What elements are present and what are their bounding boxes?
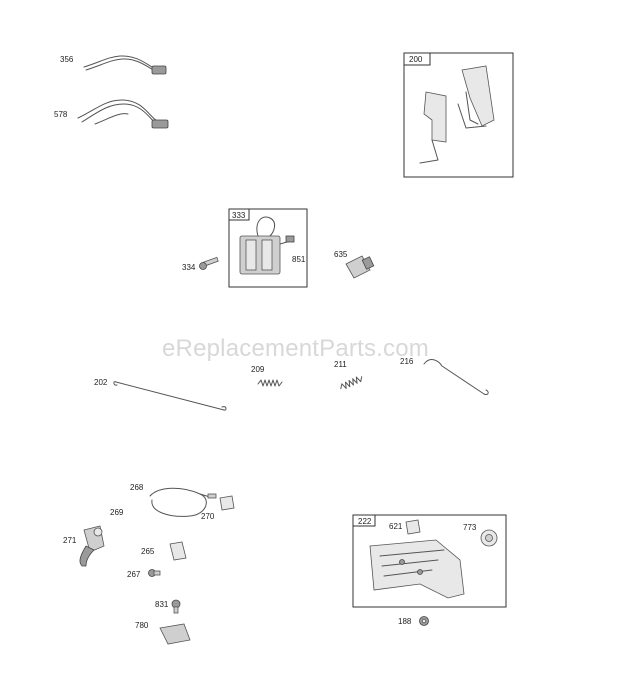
label-621: 621	[389, 522, 403, 531]
label-202: 202	[94, 378, 108, 387]
box-333-tag	[228, 208, 250, 221]
label-268: 268	[130, 483, 144, 492]
part-211-spring[interactable]	[339, 375, 363, 391]
label-356: 356	[60, 55, 74, 64]
label-333: 333	[232, 211, 246, 220]
label-780: 780	[135, 621, 149, 630]
box-333	[228, 208, 308, 288]
part-265-bracket[interactable]	[169, 541, 187, 561]
part-200-bracket[interactable]	[419, 65, 495, 164]
part-831-screw[interactable]	[171, 599, 181, 614]
part-578-wire-harness[interactable]	[77, 99, 169, 129]
label-635: 635	[334, 250, 348, 259]
label-831: 831	[155, 600, 169, 609]
box-200-tag	[403, 52, 431, 66]
part-202-governor-link[interactable]	[113, 381, 227, 411]
part-780-bracket[interactable]	[159, 623, 191, 645]
part-334-screw[interactable]	[199, 256, 219, 270]
label-211: 211	[334, 360, 347, 369]
box-200	[403, 52, 514, 178]
label-216: 216	[400, 357, 414, 366]
label-265: 265	[141, 547, 155, 556]
part-216-link-rod[interactable]	[423, 359, 489, 395]
label-271: 271	[63, 536, 77, 545]
label-334: 334	[182, 263, 196, 272]
watermark: eReplacementParts.com	[162, 335, 429, 362]
part-188-nut[interactable]	[419, 616, 429, 626]
label-851: 851	[292, 255, 306, 264]
label-578: 578	[54, 110, 68, 119]
label-267: 267	[127, 570, 141, 579]
label-269: 269	[110, 508, 124, 517]
part-270-cable-clip[interactable]	[219, 495, 235, 511]
part-271-control-lever[interactable]	[79, 525, 105, 567]
box-222	[352, 514, 507, 608]
box-222-tag	[352, 514, 376, 527]
part-222-control-bracket[interactable]	[369, 539, 465, 599]
label-209: 209	[251, 365, 265, 374]
part-621-clip[interactable]	[405, 519, 421, 535]
part-209-spring[interactable]	[257, 379, 283, 387]
label-773: 773	[463, 523, 477, 532]
part-773-grommet[interactable]	[480, 529, 498, 547]
part-267-screw[interactable]	[148, 569, 161, 577]
part-635-spark-plug-boot[interactable]	[345, 255, 375, 279]
label-188: 188	[398, 617, 412, 626]
part-333-ignition-module[interactable]	[239, 216, 295, 275]
part-268-throttle-cable[interactable]	[149, 487, 217, 517]
label-200: 200	[409, 55, 423, 64]
label-270: 270	[201, 512, 215, 521]
label-222: 222	[358, 517, 372, 526]
part-356-ground-wire[interactable]	[83, 55, 167, 75]
